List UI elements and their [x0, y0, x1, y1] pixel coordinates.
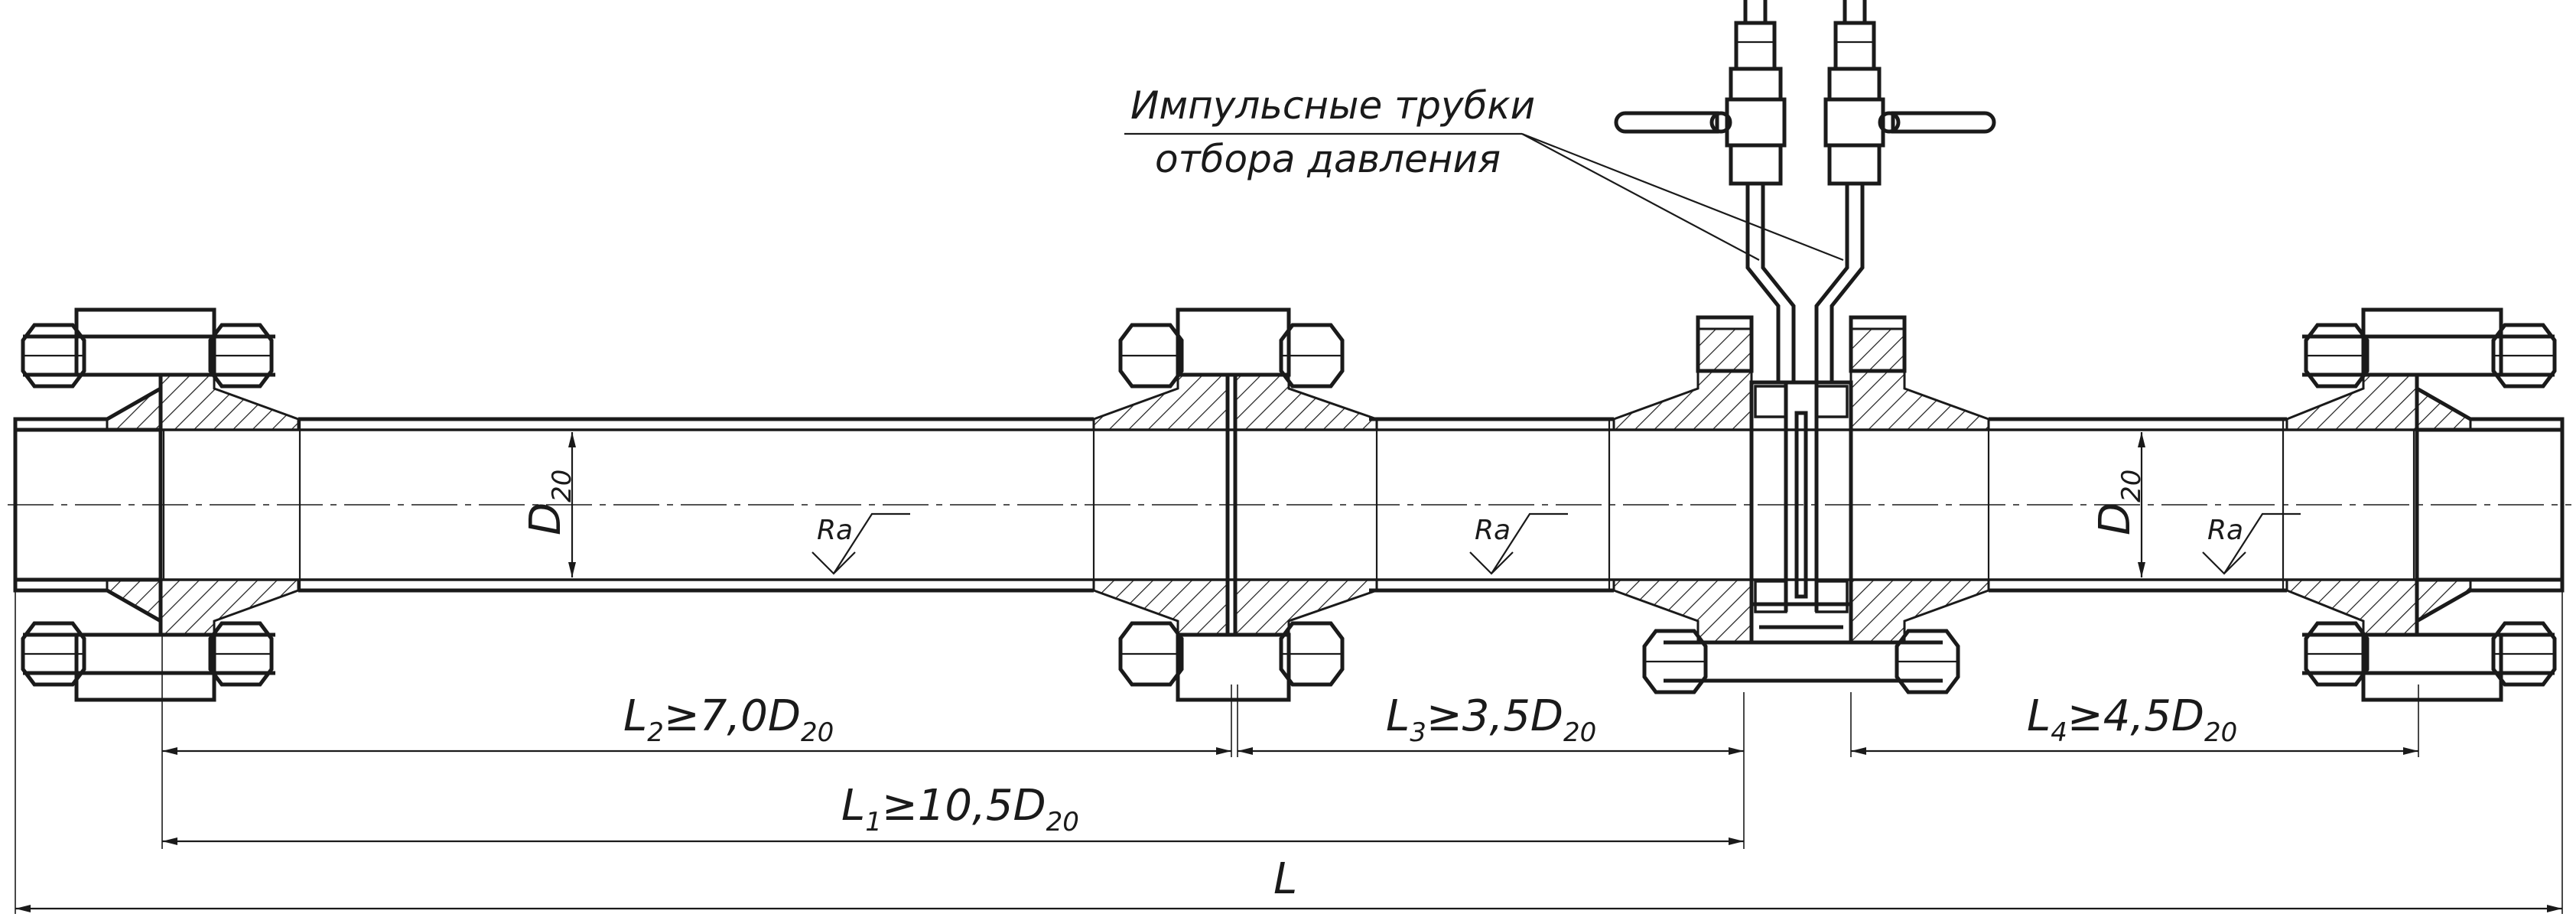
l1-index: 1	[865, 807, 882, 837]
flange-right	[2285, 307, 2565, 702]
bolt-set-right	[2302, 323, 2557, 687]
dim-l-total: L	[15, 854, 2562, 912]
dim-l2: L2≥7,0D20	[162, 691, 1231, 755]
orifice-assembly	[1612, 315, 1990, 645]
l3-sub: 20	[1563, 717, 1596, 748]
roughness-label: Ra	[2207, 515, 2243, 546]
l3-main: L	[1386, 691, 1410, 741]
l2-expr: ≥7,0D	[664, 691, 801, 741]
l3-index: 3	[1410, 717, 1426, 748]
valve-left	[1614, 0, 1787, 186]
svg-text:D20: D20	[521, 470, 577, 535]
diameter-right-main: D	[2090, 502, 2140, 535]
diameter-left-sub: 20	[547, 470, 577, 502]
l4-index: 4	[2051, 717, 2067, 748]
svg-text:L4≥4,5D20: L4≥4,5D20	[2027, 691, 2237, 748]
l4-sub: 20	[2204, 717, 2237, 748]
valve-right	[1823, 0, 1996, 186]
diameter-dim-left: D20	[521, 432, 577, 577]
l1-sub: 20	[1046, 807, 1079, 837]
svg-text:L3≥3,5D20: L3≥3,5D20	[1386, 691, 1596, 748]
l2-sub: 20	[801, 717, 834, 748]
roughness-label: Ra	[1475, 515, 1511, 546]
l2-index: 2	[647, 717, 664, 748]
diameter-left-main: D	[521, 502, 571, 535]
flange-left	[13, 307, 300, 702]
l4-main: L	[2027, 691, 2051, 741]
roughness-symbol-2: Ra	[1469, 512, 1568, 575]
l1-expr: ≥10,5D	[882, 781, 1046, 831]
flange-middle	[1092, 307, 1378, 702]
l4-expr: ≥4,5D	[2067, 691, 2204, 741]
impulse-tube-callout: Импульсные трубки отбора давления	[1124, 83, 1844, 262]
l1-main: L	[841, 781, 865, 831]
extension-lines	[15, 590, 2563, 914]
l-total-label: L	[1273, 854, 1297, 904]
svg-text:L1≥10,5D20: L1≥10,5D20	[841, 781, 1079, 837]
roughness-symbol-3: Ra	[2202, 512, 2301, 575]
diameter-right-sub: 20	[2116, 470, 2147, 502]
l3-expr: ≥3,5D	[1426, 691, 1563, 741]
bolt-set-left	[21, 323, 275, 687]
dim-l3: L3≥3,5D20	[1238, 691, 1744, 755]
dim-l1: L1≥10,5D20	[162, 781, 1744, 845]
callout-line-2: отбора давления	[1155, 137, 1501, 181]
roughness-label: Ra	[817, 515, 853, 546]
dim-l4: L4≥4,5D20	[1851, 691, 2418, 755]
bolt-set-orifice	[1642, 629, 1960, 694]
callout-line-1: Импульсные трубки	[1130, 83, 1535, 128]
svg-text:L2≥7,0D20: L2≥7,0D20	[623, 691, 834, 748]
bolt-set-middle	[1118, 323, 1345, 687]
impulse-tubes	[1745, 184, 1865, 382]
l2-main: L	[623, 691, 647, 741]
svg-text:D20: D20	[2090, 470, 2147, 535]
diameter-dim-right: D20	[2090, 432, 2147, 577]
roughness-symbol-1: Ra	[812, 512, 910, 575]
